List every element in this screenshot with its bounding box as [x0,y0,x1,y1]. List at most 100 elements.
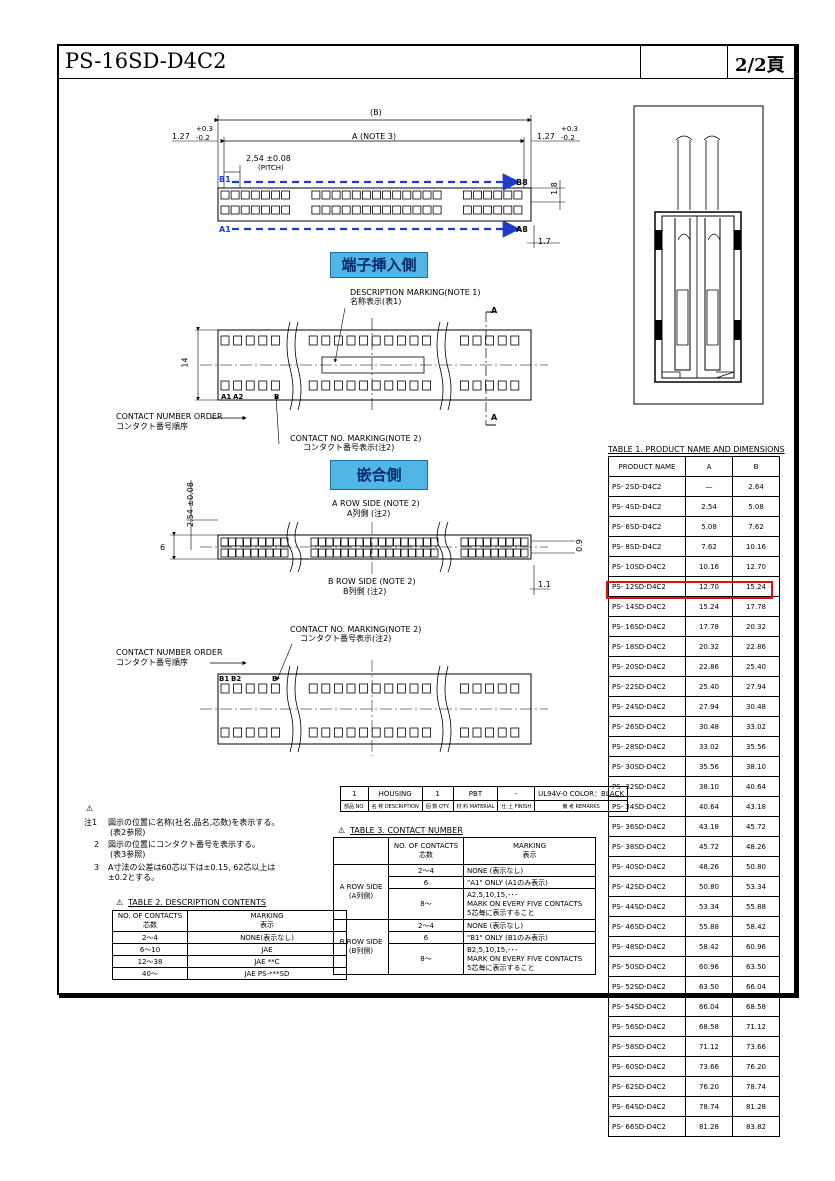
pin-contact [311,190,321,200]
pin-cavity [485,335,495,346]
pin-cavity [497,380,507,391]
order-label: CONTACT NUMBER ORDER [116,648,223,657]
contact-marking-label-jp: コンタクト番号表示(注2) [303,443,395,452]
t2-cell: 40～ [112,967,188,980]
insert-side-label: 端子挿入側 [330,252,428,278]
pin-b-mark: B [272,675,278,683]
t3-cell: NONE (表示なし) [463,864,596,877]
page-number: 2/2頁 [735,55,785,76]
pin-cavity [409,727,419,738]
pin-cavity [220,335,230,346]
pin-cavity [270,380,280,391]
t1-cell: 43.18 [732,796,780,817]
pin-cavity [220,727,230,738]
t2-header-text: MARKING [250,912,284,920]
t3-cell: 8～ [388,888,464,920]
contact-marking-label: CONTACT NO. MARKING(NOTE 2) [290,434,422,443]
pin-cavity [233,727,243,738]
pin-cavity [308,727,318,738]
t1-header: PRODUCT NAME [608,456,686,477]
pin-cavity [384,727,394,738]
t1-cell: 40.64 [732,776,780,797]
mat-header: 部品 NO. [340,800,369,812]
t3-cell-text: 5芯毎に表示すること [467,963,535,972]
pin-cavity [220,683,230,694]
pin-contact [392,190,402,200]
pin-contact [505,548,514,558]
pin-cavity [371,683,381,694]
pin-cavity [472,335,482,346]
pin-contact [348,537,356,547]
t1-header: B [732,456,780,477]
pin-contact [513,548,521,558]
t1-cell: 2.64 [732,476,780,497]
dim-pitch: 2.54 ±0.08 [185,482,195,527]
t3-header-text: 芯数 [419,851,433,859]
pin-contact [220,548,229,558]
drawing-frame: PS-16SD-D4C2 2/2頁 [57,44,796,995]
pin-contact [260,205,270,215]
pin-contact [412,190,422,200]
pin-contact [400,537,409,547]
table-row: PS- 2SD-D4C2—2.64 [608,476,780,497]
pin-contact [258,537,266,547]
t3-blank [333,837,389,865]
t1-cell: PS- 42SD-D4C2 [608,876,686,897]
tol-minus: -0.2 [196,134,210,142]
warning-icon: ⚠ [338,826,346,835]
t1-cell: 10.16 [732,536,780,557]
pin-contact [430,548,439,558]
pin-cavity [396,727,406,738]
t1-cell: PS- 48SD-D4C2 [608,936,686,957]
t1-cell: 25.40 [732,656,780,677]
contact-marking-label-jp: コンタクト番号表示(注2) [300,634,392,643]
pin-contact [235,548,244,558]
pin-cavity [359,335,369,346]
t1-cell: 60.96 [685,956,733,977]
t3-cell: NONE (表示なし) [463,919,596,932]
pin-contact [258,548,266,558]
t1-cell: 66.04 [732,976,780,997]
pin-contact [402,190,412,200]
pin-contact [271,205,280,215]
t1-cell: PS- 38SD-D4C2 [608,836,686,857]
t1-cell: 76.20 [732,1056,780,1077]
document-title: PS-16SD-D4C2 [65,49,227,73]
pin-contact [415,537,424,547]
pin-contact [408,537,416,547]
t1-cell: 71.12 [732,1016,780,1037]
pin-cavity [384,683,394,694]
pin-contact [361,205,371,215]
dim-right: 1.27 [537,132,555,141]
t1-cell: 12.70 [732,556,780,577]
t1-cell: 48.26 [685,856,733,877]
pin-contact [281,190,291,200]
t1-cell: PS- 50SD-D4C2 [608,956,686,977]
mat-header: 仕 上 FINISH [497,800,536,812]
dim-1-7: 1.7 [538,237,551,246]
t1-cell: 33.02 [685,736,733,757]
pin-cavity [308,380,318,391]
t1-cell: 55.88 [685,916,733,937]
t1-cell: PS- 62SD-D4C2 [608,1076,686,1097]
pin-cavity [308,683,318,694]
pin-cavity [258,380,268,391]
pin-cavity [409,683,419,694]
pin-contact [422,190,432,200]
pin-contact [363,548,371,558]
pin-cavity [396,335,406,346]
t1-cell: PS- 36SD-D4C2 [608,816,686,837]
pin-contact [372,190,381,200]
pin-cavity [459,683,469,694]
pin-contact [423,548,431,558]
dim-b: (B) [370,108,382,117]
warning-icon: ⚠ [116,898,124,907]
t1-cell: 35.56 [685,756,733,777]
